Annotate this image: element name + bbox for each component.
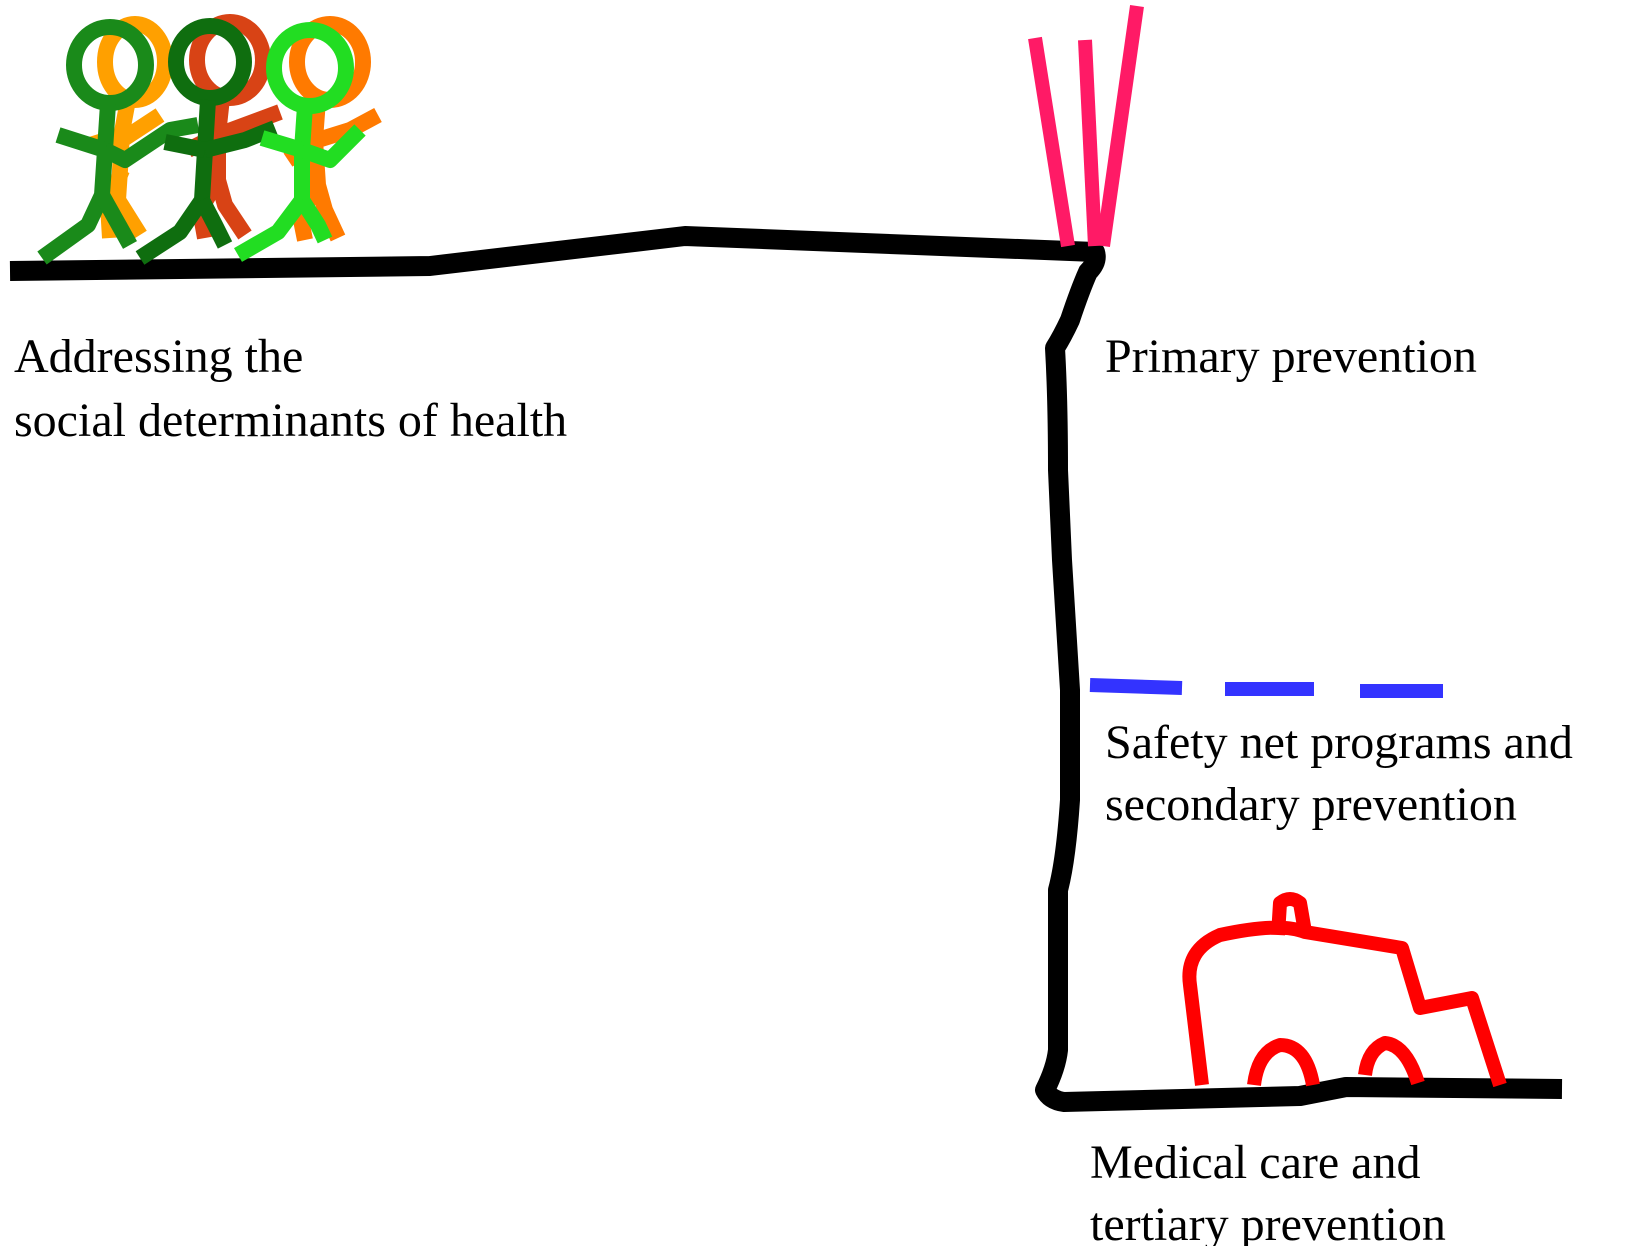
label-medical-line1: Medical care and	[1090, 1136, 1420, 1189]
label-safety-net-line2: secondary prevention	[1105, 778, 1517, 831]
label-medical-line2: tertiary prevention	[1090, 1198, 1446, 1246]
people-group-icon	[37, 14, 382, 265]
label-primary-prevention: Primary prevention	[1105, 330, 1477, 383]
person-dark-green	[37, 19, 200, 265]
safety-net-icon	[1089, 678, 1443, 698]
label-safety-net-line1: Safety net programs and	[1105, 716, 1573, 769]
label-sdoh-line1: Addressing the	[14, 330, 303, 383]
ambulance-icon	[1182, 892, 1507, 1088]
label-sdoh-line2: social determinants of health	[14, 394, 567, 447]
person-bright-green	[234, 22, 366, 262]
fence-icon	[1028, 5, 1144, 248]
cliff-ground-line	[9, 226, 1563, 1112]
